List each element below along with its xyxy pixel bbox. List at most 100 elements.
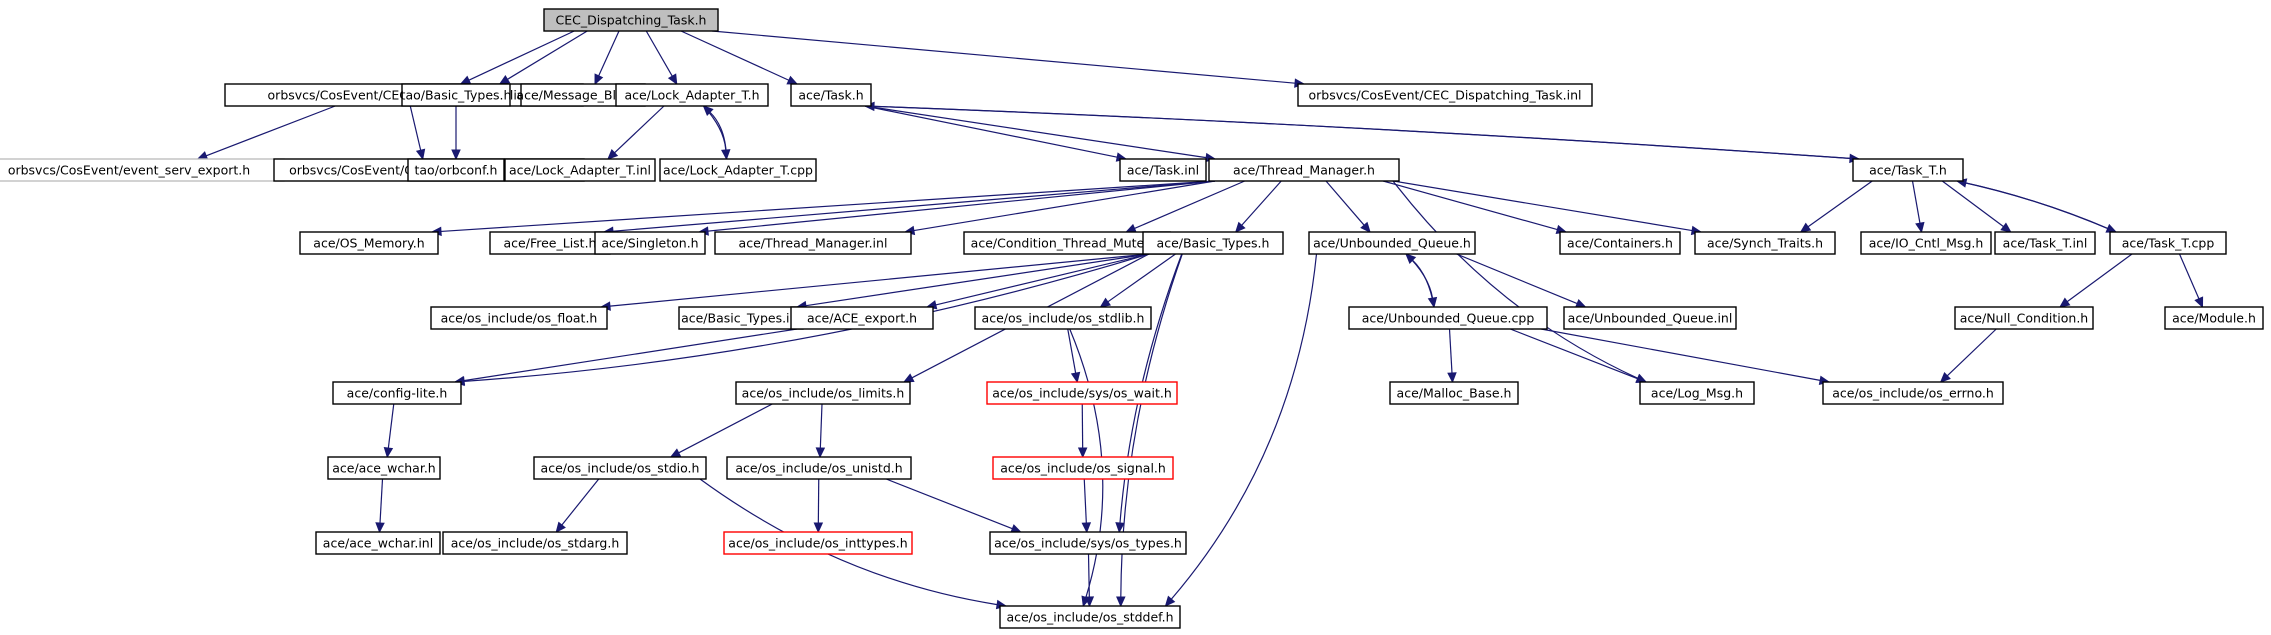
- file-node-n33[interactable]: ace/Unbounded_Queue.inl: [1563, 306, 1737, 330]
- edge-n45-to-n49: [1081, 478, 1092, 534]
- file-node-label: ace/Malloc_Base.h: [1397, 386, 1512, 401]
- file-node-n37[interactable]: ace/os_include/os_limits.h: [735, 381, 911, 405]
- edge-n22-to-n33: [1456, 253, 1587, 308]
- edge-n2-to-n9: [409, 105, 426, 161]
- file-node-label: ace/ace_wchar.inl: [323, 536, 433, 551]
- edge-n31-to-n38: [1067, 328, 1081, 384]
- file-node-n29[interactable]: ace/Basic_Types.inl: [678, 306, 804, 330]
- file-node-label: ace/os_include/os_stdio.h: [541, 461, 700, 476]
- file-node-n3[interactable]: tao/Basic_Types.h: [401, 83, 512, 107]
- file-node-n31[interactable]: ace/os_include/os_stdlib.h: [974, 306, 1152, 330]
- edge-n44-to-n48: [813, 478, 824, 534]
- edge-n42-to-n46: [375, 478, 385, 534]
- file-node-n46[interactable]: ace/ace_wchar.inl: [315, 531, 441, 555]
- file-node-n19[interactable]: ace/Thread_Manager.inl: [714, 231, 912, 255]
- file-node-label: ace/Singleton.h: [601, 236, 698, 251]
- file-node-label: ace/config-lite.h: [347, 386, 448, 401]
- file-node-label: ace/Lock_Adapter_T.h: [624, 88, 759, 103]
- file-node-label: ace/Thread_Manager.inl: [739, 236, 888, 251]
- edge-n1-to-n4: [594, 30, 620, 86]
- file-node-label: ace/Task.h: [798, 88, 863, 103]
- file-node-label: ace/os_include/os_unistd.h: [735, 461, 902, 476]
- file-node-n44[interactable]: ace/os_include/os_unistd.h: [726, 456, 912, 480]
- edge-n1-to-n5: [645, 30, 678, 86]
- file-node-label: ace/Module.h: [2172, 311, 2256, 326]
- file-node-n6[interactable]: ace/Task.h: [790, 83, 872, 107]
- file-node-n49[interactable]: ace/os_include/sys/os_types.h: [989, 531, 1187, 555]
- edge-n5-to-n11: [607, 105, 665, 160]
- edge-n14-to-n16: [430, 180, 1216, 237]
- edge-n27-to-n15: [1955, 178, 2117, 233]
- edge-n27-to-n34: [2059, 253, 2133, 308]
- file-node-label: ace/Unbounded_Queue.inl: [1568, 311, 1733, 326]
- file-node-n22[interactable]: ace/Unbounded_Queue.h: [1308, 231, 1476, 255]
- file-node-label: ace/os_include/os_inttypes.h: [728, 536, 907, 551]
- file-node-n23[interactable]: ace/Containers.h: [1559, 231, 1681, 255]
- file-node-label: ace/os_include/sys/os_types.h: [994, 536, 1182, 551]
- file-node-n40[interactable]: ace/Log_Msg.h: [1639, 381, 1755, 405]
- file-node-label: ace/os_include/os_stdarg.h: [451, 536, 620, 551]
- edge-n37-to-n43: [669, 403, 773, 458]
- file-node-n47[interactable]: ace/os_include/os_stdarg.h: [442, 531, 628, 555]
- file-node-label: ace/os_include/sys/os_wait.h: [992, 386, 1172, 401]
- file-node-label: ace/Unbounded_Queue.h: [1313, 236, 1471, 251]
- file-node-n8[interactable]: orbsvcs/CosEvent/event_serv_export.h: [0, 158, 285, 182]
- file-node-n50[interactable]: ace/os_include/os_stddef.h: [999, 605, 1181, 629]
- file-node-n35[interactable]: ace/Module.h: [2164, 306, 2264, 330]
- edge-n14-to-n22: [1325, 180, 1371, 233]
- file-node-n12[interactable]: ace/Lock_Adapter_T.cpp: [659, 158, 817, 182]
- edge-n6-to-n13: [864, 105, 1128, 162]
- file-node-n21[interactable]: ace/Basic_Types.h: [1142, 231, 1284, 255]
- edge-n15-to-n6: [863, 101, 1860, 160]
- file-node-label: ace/Basic_Types.h: [1157, 236, 1270, 251]
- edge-n34-to-n41: [1939, 328, 1997, 383]
- file-node-n11[interactable]: ace/Lock_Adapter_T.inl: [504, 158, 656, 182]
- edge-n15-to-n25: [1911, 180, 1925, 234]
- file-node-label: orbsvcs/CosEvent/event_serv_export.h: [8, 163, 250, 178]
- file-node-label: ace/Task_T.inl: [2003, 236, 2088, 251]
- file-node-n1[interactable]: CEC_Dispatching_Task.h: [543, 8, 719, 32]
- file-node-n20[interactable]: ace/Condition_Thread_Mutex.h: [963, 231, 1171, 255]
- edge-n32-to-n41: [1540, 328, 1831, 385]
- file-node-n7[interactable]: orbsvcs/CosEvent/CEC_Dispatching_Task.in…: [1297, 83, 1593, 107]
- file-node-n43[interactable]: ace/os_include/os_stdio.h: [533, 456, 707, 480]
- file-node-label: ace/Thread_Manager.h: [1233, 163, 1375, 178]
- file-node-label: ace/Task_T.h: [1869, 163, 1947, 178]
- edge-n12-to-n5: [702, 105, 728, 160]
- file-node-n45[interactable]: ace/os_include/os_signal.h: [992, 456, 1174, 480]
- file-node-n36[interactable]: ace/config-lite.h: [332, 381, 462, 405]
- file-node-n32[interactable]: ace/Unbounded_Queue.cpp: [1348, 306, 1548, 330]
- file-node-n39[interactable]: ace/Malloc_Base.h: [1389, 381, 1519, 405]
- edge-n30-to-n36: [453, 328, 798, 386]
- edge-n49-to-n50: [1084, 553, 1095, 608]
- file-node-label: ace/Log_Msg.h: [1651, 386, 1743, 401]
- edge-n38-to-n45: [1077, 403, 1088, 459]
- file-node-n14[interactable]: ace/Thread_Manager.h: [1208, 158, 1400, 182]
- file-node-label: ace/Task_T.cpp: [2122, 236, 2215, 251]
- file-node-n16[interactable]: ace/OS_Memory.h: [299, 231, 439, 255]
- file-node-n18[interactable]: ace/Singleton.h: [594, 231, 706, 255]
- file-node-n28[interactable]: ace/os_include/os_float.h: [430, 306, 608, 330]
- file-node-n42[interactable]: ace/ace_wchar.h: [327, 456, 441, 480]
- file-node-n24[interactable]: ace/Synch_Traits.h: [1694, 231, 1836, 255]
- edge-n43-to-n47: [555, 478, 600, 533]
- file-node-n15[interactable]: ace/Task_T.h: [1852, 158, 1964, 182]
- file-node-n13[interactable]: ace/Task.inl: [1119, 158, 1207, 182]
- file-node-n5[interactable]: ace/Lock_Adapter_T.h: [615, 83, 769, 107]
- file-node-n27[interactable]: ace/Task_T.cpp: [2109, 231, 2227, 255]
- file-node-n25[interactable]: ace/IO_Cntl_Msg.h: [1860, 231, 1992, 255]
- file-node-n17[interactable]: ace/Free_List.h: [489, 231, 611, 255]
- file-node-label: ace/Basic_Types.inl: [681, 311, 801, 326]
- file-node-label: ace/Free_List.h: [504, 236, 597, 251]
- file-node-n10[interactable]: tao/orbconf.h: [407, 158, 505, 182]
- edge-n15-to-n24: [1799, 180, 1873, 233]
- edge-n21-to-n30: [925, 253, 1150, 310]
- file-node-label: ace/ace_wchar.h: [332, 461, 435, 476]
- edge-n36-to-n42: [383, 403, 395, 459]
- file-node-n26[interactable]: ace/Task_T.inl: [1994, 231, 2096, 255]
- file-node-n48[interactable]: ace/os_include/os_inttypes.h: [723, 531, 913, 555]
- file-node-n30[interactable]: ace/ACE_export.h: [790, 306, 934, 330]
- file-node-n38[interactable]: ace/os_include/sys/os_wait.h: [986, 381, 1178, 405]
- file-node-n34[interactable]: ace/Null_Condition.h: [1954, 306, 2094, 330]
- file-node-n41[interactable]: ace/os_include/os_errno.h: [1822, 381, 2004, 405]
